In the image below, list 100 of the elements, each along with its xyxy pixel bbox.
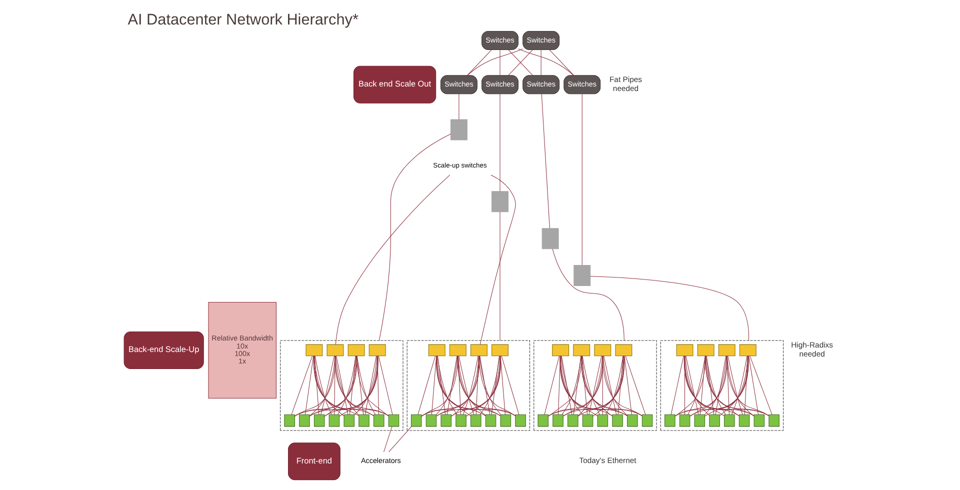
connector xyxy=(744,356,748,415)
node-bar xyxy=(450,119,467,140)
node-box xyxy=(596,414,608,427)
connector xyxy=(465,356,500,417)
node-box xyxy=(484,414,496,427)
node-box xyxy=(612,414,622,427)
cluster xyxy=(280,340,403,431)
connector xyxy=(334,356,359,416)
connector xyxy=(617,356,623,415)
node-box xyxy=(641,414,652,427)
connector xyxy=(548,356,582,417)
connector xyxy=(674,356,748,416)
connector xyxy=(684,356,710,416)
node-bar xyxy=(491,191,508,212)
connector xyxy=(436,356,446,415)
connector xyxy=(689,356,727,417)
connector xyxy=(337,356,356,415)
connector xyxy=(559,356,642,416)
connector xyxy=(581,356,588,415)
connector xyxy=(624,356,632,415)
node-box xyxy=(368,344,386,356)
connector xyxy=(446,356,457,415)
cluster xyxy=(660,340,784,431)
connector xyxy=(462,356,478,415)
connector xyxy=(685,356,698,415)
node-box xyxy=(440,414,451,427)
connector xyxy=(577,356,602,416)
connector xyxy=(508,50,532,76)
connector xyxy=(552,248,624,341)
connector xyxy=(458,356,474,415)
connector xyxy=(499,50,500,76)
connector xyxy=(364,356,376,415)
connector xyxy=(466,48,522,76)
node-box xyxy=(410,414,422,427)
connector xyxy=(420,356,500,416)
connector xyxy=(320,356,334,415)
connector xyxy=(458,94,459,120)
connector xyxy=(499,212,500,341)
node-box xyxy=(552,414,563,427)
connector xyxy=(719,356,748,416)
node-box xyxy=(552,344,569,356)
cluster xyxy=(533,340,656,431)
connector xyxy=(378,356,392,415)
connector xyxy=(602,356,628,416)
connector xyxy=(304,356,314,415)
node-bar xyxy=(573,265,590,286)
node-box: Back end Scale Out xyxy=(352,66,436,104)
connector xyxy=(592,356,624,416)
connector xyxy=(674,356,706,416)
node-box xyxy=(372,414,384,427)
connector xyxy=(748,356,758,415)
connector xyxy=(562,356,603,417)
connector xyxy=(314,356,344,416)
connector xyxy=(436,356,470,416)
node-box xyxy=(696,344,714,356)
connector xyxy=(500,356,505,415)
connector xyxy=(436,356,516,416)
node-box xyxy=(470,344,487,356)
cluster xyxy=(406,340,530,431)
node-box xyxy=(738,344,756,356)
connector xyxy=(548,356,603,416)
node-box xyxy=(425,414,436,427)
connector xyxy=(548,50,574,76)
node-box xyxy=(514,414,526,427)
node-box xyxy=(664,414,675,427)
node-box xyxy=(614,344,632,356)
node-box xyxy=(738,414,750,427)
connector xyxy=(324,356,378,416)
node-box xyxy=(326,344,344,356)
connector xyxy=(730,356,747,415)
node-box: Back-end Scale-Up xyxy=(123,331,204,369)
node-box xyxy=(594,344,611,356)
connector xyxy=(572,356,581,415)
connector xyxy=(294,356,378,416)
node-box xyxy=(388,414,399,427)
node-box xyxy=(328,414,340,427)
connector xyxy=(466,50,492,76)
connector xyxy=(518,48,574,76)
connector xyxy=(334,356,388,416)
node-box xyxy=(500,414,511,427)
connector xyxy=(588,356,602,415)
node-box xyxy=(343,414,354,427)
node-box xyxy=(582,414,593,427)
node-box xyxy=(313,414,324,427)
node-box xyxy=(448,344,466,356)
connector xyxy=(456,356,516,416)
connector xyxy=(580,356,642,416)
connector xyxy=(376,356,379,415)
node-box xyxy=(708,414,720,427)
connector xyxy=(749,356,772,415)
connector xyxy=(727,356,742,415)
connector xyxy=(624,356,646,415)
connector xyxy=(726,356,754,416)
connector xyxy=(603,356,616,415)
connector xyxy=(560,356,572,415)
node-box xyxy=(572,344,590,356)
node-box xyxy=(455,414,466,427)
node-box xyxy=(724,414,734,427)
node-box xyxy=(284,414,294,427)
diagram-title: AI Datacenter Network Hierarchy* xyxy=(127,12,358,29)
